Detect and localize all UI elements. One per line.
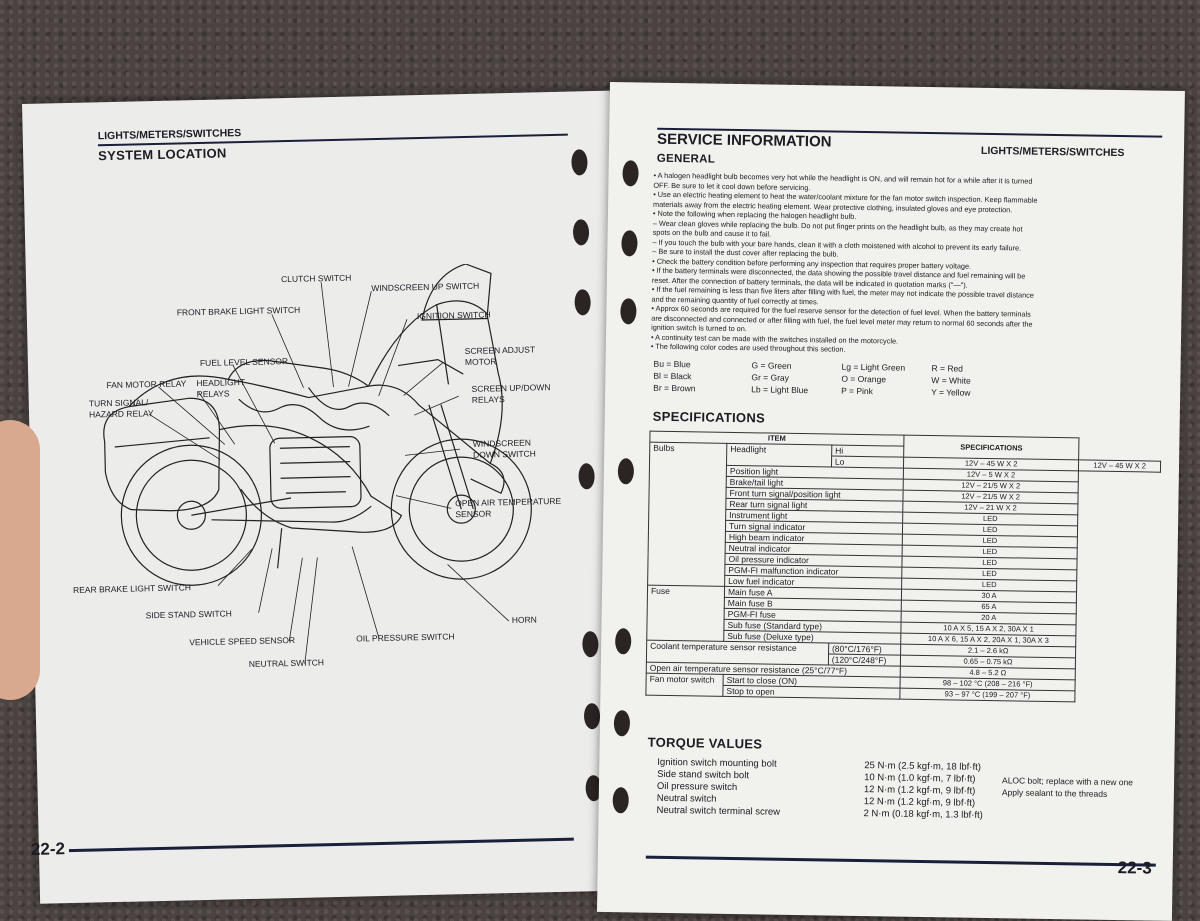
callout-horn: HORN [511, 614, 537, 626]
binder-hole [574, 289, 591, 316]
callout-screen-updown-line1: SCREEN UP/DOWN [471, 382, 551, 394]
callout-neutral-switch: NEUTRAL SWITCH [248, 657, 325, 669]
right-page-header: LIGHTS/METERS/SWITCHES [980, 144, 1125, 160]
color-code: Br = Brown [653, 382, 696, 394]
torque-item: Neutral switch terminal screw [656, 804, 781, 818]
callout-turn-signal-hazard-relay: TURN SIGNAL/ HAZARD RELAY [89, 397, 154, 420]
general-notes: • A halogen headlight bulb becomes very … [651, 171, 1139, 359]
callout-screen-adjust-motor: SCREEN ADJUST MOTOR [465, 344, 536, 368]
callout-ignition-switch: IGNITION SWITCH [416, 309, 491, 322]
color-codes-col3: Lg = Light Green O = Orange P = Pink [841, 361, 942, 399]
callout-headlight-relays: HEADLIGHT RELAYS [196, 377, 245, 400]
coolant-120: (120°C/248°F) [828, 654, 901, 667]
specifications-heading: SPECIFICATIONS [652, 408, 766, 426]
binder-hole [571, 149, 588, 176]
fan-label: Fan motor switch [645, 673, 724, 697]
callout-fan-motor-relay: FAN MOTOR RELAY [106, 378, 187, 391]
coolant-label: Coolant temperature sensor resistance [646, 640, 829, 665]
callout-oil-pressure-switch: OIL PRESSURE SWITCH [356, 631, 455, 644]
right-footer-rule [645, 855, 1156, 867]
lo-value: 12V – 45 W X 2 [1078, 459, 1161, 473]
binder-hole [613, 710, 631, 737]
callout-screen-updown-relays: SCREEN UP/DOWN RELAYS [471, 382, 550, 406]
spec-value: 93 – 97 °C (199 – 207 °F) [899, 688, 1076, 702]
callout-leader-lines [148, 282, 510, 664]
binder-hole [620, 298, 637, 325]
specifications-table: ITEM SPECIFICATIONS Bulbs Headlight Hi L… [645, 431, 1161, 704]
color-codes-col4: R = Red W = White Y = Yellow [931, 362, 1022, 399]
bulbs-label: Bulbs [647, 442, 727, 587]
callout-windscreen-down-line2: DOWN SWITCH [472, 448, 536, 460]
binder-hole [572, 219, 590, 246]
callout-open-air-temperature-sensor: OPEN AIR TEMPERATURE SENSOR [455, 496, 561, 520]
binder-hole [617, 458, 635, 485]
callout-clutch-switch: CLUTCH SWITCH [280, 272, 352, 285]
left-page-number: 22-2 [30, 839, 66, 859]
lo-label: Lo [831, 456, 904, 469]
binder-hole [612, 787, 629, 814]
color-codes-col2: G = Green Gr = Gray Lb = Light Blue [751, 359, 852, 397]
callout-screen-adjust-line2: MOTOR [464, 356, 497, 368]
coolant-80: (80°C/176°F) [828, 643, 901, 656]
color-code: Lb = Light Blue [751, 384, 809, 396]
callout-headlight-line1: HEADLIGHT [196, 377, 246, 389]
callout-screen-updown-line2: RELAYS [471, 394, 505, 405]
callout-headlight-line2: RELAYS [196, 388, 230, 400]
callout-side-stand-switch: SIDE STAND SWITCH [145, 608, 232, 621]
hand [0, 420, 40, 700]
fuse-label: Fuse [646, 585, 725, 642]
left-page: LIGHTS/METERS/SWITCHES SYSTEM LOCATION [22, 90, 628, 904]
binder-hole [583, 703, 601, 730]
color-codes-col1: Bu = Blue Bl = Black Br = Brown [653, 358, 744, 395]
service-information-title: SERVICE INFORMATION [656, 130, 832, 151]
binder-hole [622, 160, 639, 187]
general-heading: GENERAL [656, 152, 716, 166]
torque-value: 2 N·m (0.18 kgf·m, 1.3 lbf·ft) [863, 808, 983, 821]
callout-turn-signal-line2: HAZARD RELAY [88, 408, 154, 420]
torque-values-heading: TORQUE VALUES [647, 734, 763, 752]
binder-hole [615, 628, 632, 655]
binder-hole [578, 463, 595, 490]
col-specs-header: SPECIFICATIONS [903, 435, 1080, 460]
callout-screen-adjust-line1: SCREEN ADJUST [464, 344, 536, 357]
callout-fuel-level-sensor: FUEL LEVEL SENSOR [199, 356, 289, 369]
hi-label: Hi [831, 445, 904, 458]
binder-hole [621, 230, 638, 257]
color-code: Y = Yellow [931, 387, 971, 398]
callout-windscreen-down-switch: WINDSCREEN DOWN SWITCH [473, 437, 536, 460]
color-code: P = Pink [841, 385, 874, 397]
headlight-label: Headlight [726, 443, 832, 468]
torque-item: Neutral switch [656, 792, 717, 805]
binder-hole [582, 631, 599, 658]
fan-stop: Stop to open [722, 685, 900, 700]
right-page-number: 22-3 [1117, 858, 1152, 878]
right-page: SERVICE INFORMATION LIGHTS/METERS/SWITCH… [596, 82, 1185, 921]
